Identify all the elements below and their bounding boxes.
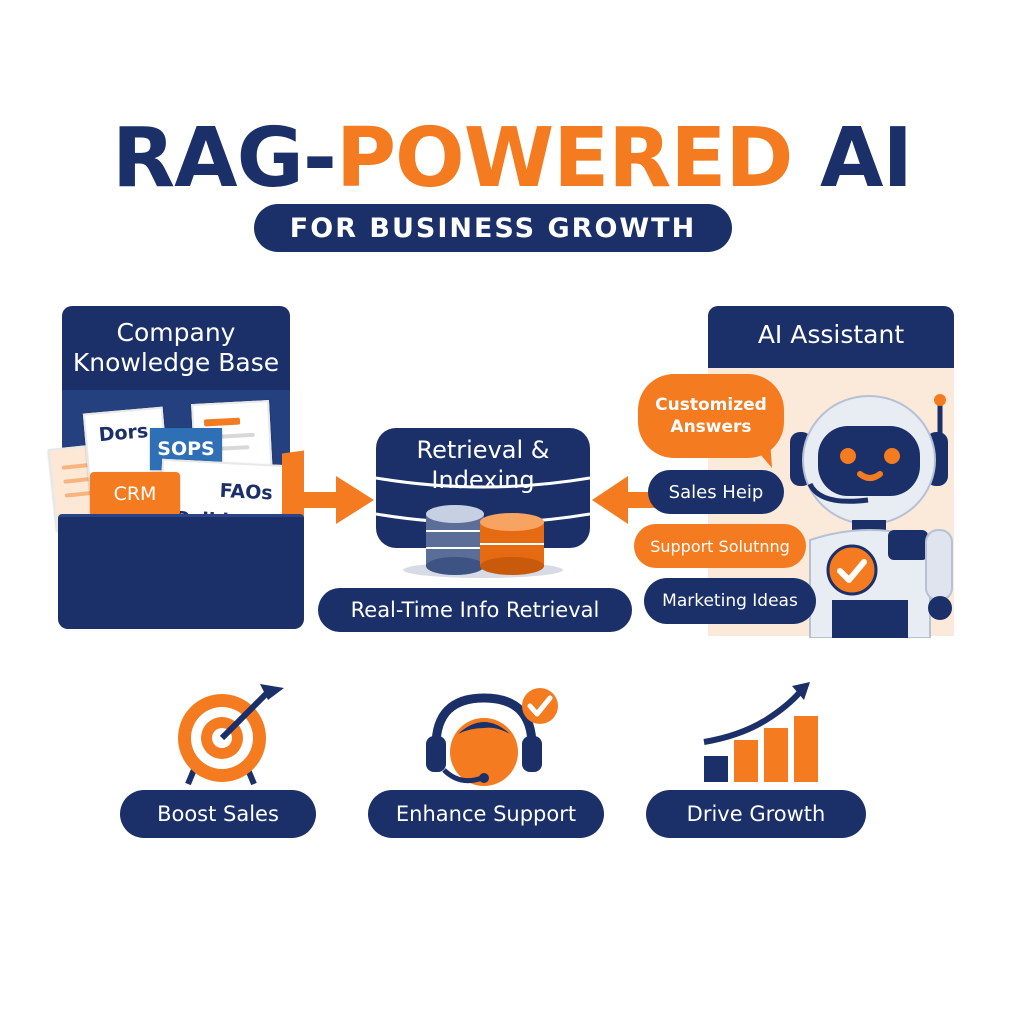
folder-front [58, 514, 304, 629]
tag-label-sops: SOPS [157, 438, 215, 460]
bubble-customized-line1: Customized [655, 395, 767, 415]
checkmark-icon [826, 544, 878, 596]
bubble-tail [748, 440, 772, 468]
tag-crm: CRM [90, 472, 180, 516]
real-time-retrieval-badge: Real-Time Info Retrieval [318, 588, 632, 632]
title-part-ai: AI [792, 111, 913, 206]
database-icon [376, 428, 590, 578]
doc-label-faos: FAOs [219, 479, 274, 505]
bubble-marketing-ideas: Marketing Ideas [644, 578, 816, 624]
outcome-enhance-support: Enhance Support [368, 790, 604, 838]
ai-assistant-title: AI Assistant [757, 320, 905, 349]
outcome-boost-sales: Boost Sales [120, 790, 316, 838]
database-label: Retrieval & Indexing [376, 435, 590, 495]
outcome-drive-growth: Drive Growth [646, 790, 866, 838]
title-part-rag: RAG- [112, 111, 337, 206]
target-icon [178, 684, 284, 786]
database-label-line1: Retrieval & [416, 436, 550, 464]
arrow-right-icon [296, 476, 374, 524]
doc-label-dors: Dors [97, 420, 150, 447]
headset-icon [426, 688, 558, 786]
database-label-line2: Indexing [431, 466, 535, 494]
tag-label-crm: CRM [113, 483, 157, 505]
knowledge-base-title-line1: Company [116, 318, 236, 347]
ai-assistant-panel-header [708, 306, 954, 368]
page-title: RAG-POWERED AI [0, 118, 1024, 200]
knowledge-base-title-line2: Knowledge Base [72, 348, 280, 377]
bubble-sales-help: Sales Heip [648, 470, 784, 514]
bubble-support-solutions: Support Solutnng [634, 524, 806, 568]
bubble-customized-line2: Answers [670, 417, 752, 437]
title-part-powered: POWERED [335, 111, 793, 206]
knowledge-base-title: Company Knowledge Base [62, 318, 290, 378]
growth-chart-icon [703, 682, 818, 782]
subtitle-banner: FOR BUSINESS GROWTH [254, 204, 732, 252]
